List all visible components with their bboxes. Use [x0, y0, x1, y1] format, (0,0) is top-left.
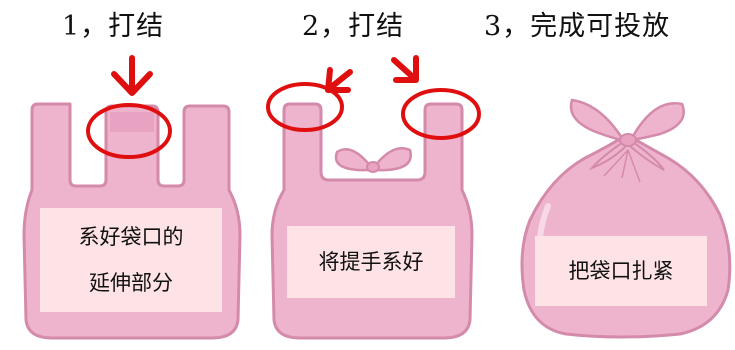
arrow-down-icon [111, 71, 153, 96]
bag-3-knot [619, 133, 637, 147]
bag-3-knot-left [588, 138, 627, 171]
bag-1-knot-shading [110, 112, 154, 132]
step-3-label-line-1: 把袋口扎紧 [568, 259, 674, 283]
step-2-heading: 2，打结 [302, 11, 405, 42]
step-2-label-line-1: 将提手系好 [318, 250, 424, 274]
arrow-down-right-icon-shaft [391, 57, 417, 81]
step-2-label: 将提手系好 [287, 226, 455, 298]
highlight-ring-2a [266, 82, 344, 132]
step-3-label: 把袋口扎紧 [535, 236, 707, 306]
step-1-label-line-2: 延伸部分 [89, 271, 173, 295]
bow-knot [366, 161, 380, 173]
step-1-label: 系好袋口的 延伸部分 [40, 208, 222, 312]
bag-3-ears [569, 98, 685, 142]
bag-3-knot-right [629, 138, 665, 171]
bag-3-gather-lines [603, 149, 641, 183]
highlight-ring-2b [401, 88, 481, 140]
arrow-down-right-icon [393, 55, 419, 83]
step-1-label-line-1: 系好袋口的 [78, 225, 184, 249]
highlight-ring-1 [86, 103, 172, 159]
step-3-heading: 3，完成可投放 [484, 11, 671, 42]
step-1-heading: 1，打结 [62, 11, 165, 42]
arrow-down-left-icon-shaft [327, 69, 353, 91]
